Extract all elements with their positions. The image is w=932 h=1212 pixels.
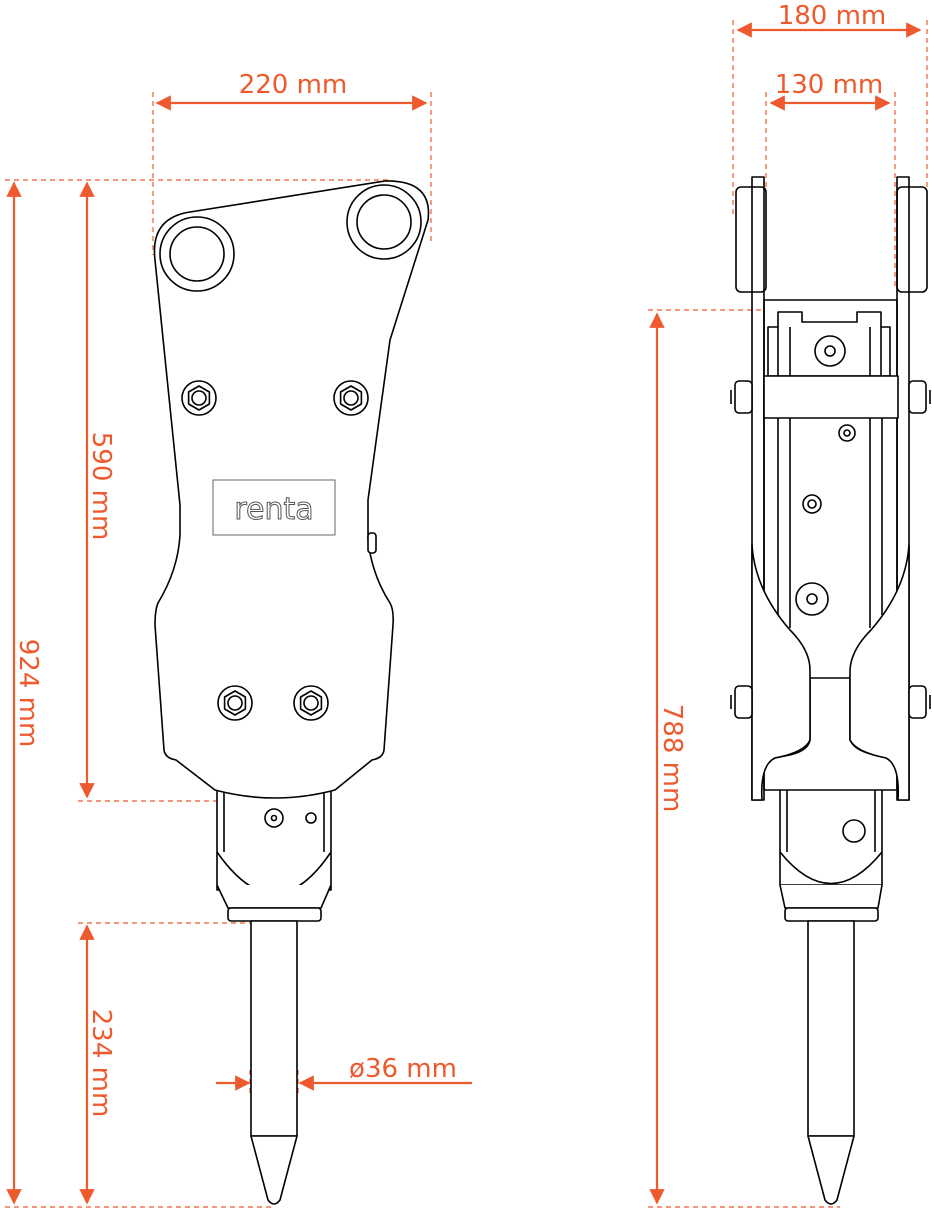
diameter-36-label: ø36 mm xyxy=(349,1054,457,1084)
body-bolts xyxy=(181,380,369,721)
side-body xyxy=(730,176,931,801)
mounting-pin-holes xyxy=(159,184,422,292)
height-590-label: 590 mm xyxy=(86,432,116,541)
width-130-label: 130 mm xyxy=(775,70,884,100)
hex-bolt-icon xyxy=(293,685,329,721)
height-924-label: 924 mm xyxy=(13,639,43,748)
front-dashed-guides xyxy=(5,92,432,1208)
side-view: 180 mm 130 mm 788 mm xyxy=(648,1,931,1208)
side-chisel-tool xyxy=(807,920,855,1205)
hex-bolt-icon xyxy=(181,380,217,416)
front-view: 220 mm 924 mm 590 mm 234 mm ø36 mm xyxy=(5,70,472,1208)
hex-bolt-icon xyxy=(333,380,369,416)
height-788-label: 788 mm xyxy=(657,704,687,813)
side-bolts xyxy=(730,380,931,719)
front-chisel-tool xyxy=(250,920,298,1205)
length-234-label: 234 mm xyxy=(86,1009,116,1118)
renta-logo: renta xyxy=(234,492,313,527)
width-220-label: 220 mm xyxy=(239,70,348,100)
front-lower-housing xyxy=(216,784,332,922)
width-180-label: 180 mm xyxy=(778,1,887,31)
logo-plate: renta xyxy=(212,479,336,536)
hex-bolt-icon xyxy=(217,685,253,721)
